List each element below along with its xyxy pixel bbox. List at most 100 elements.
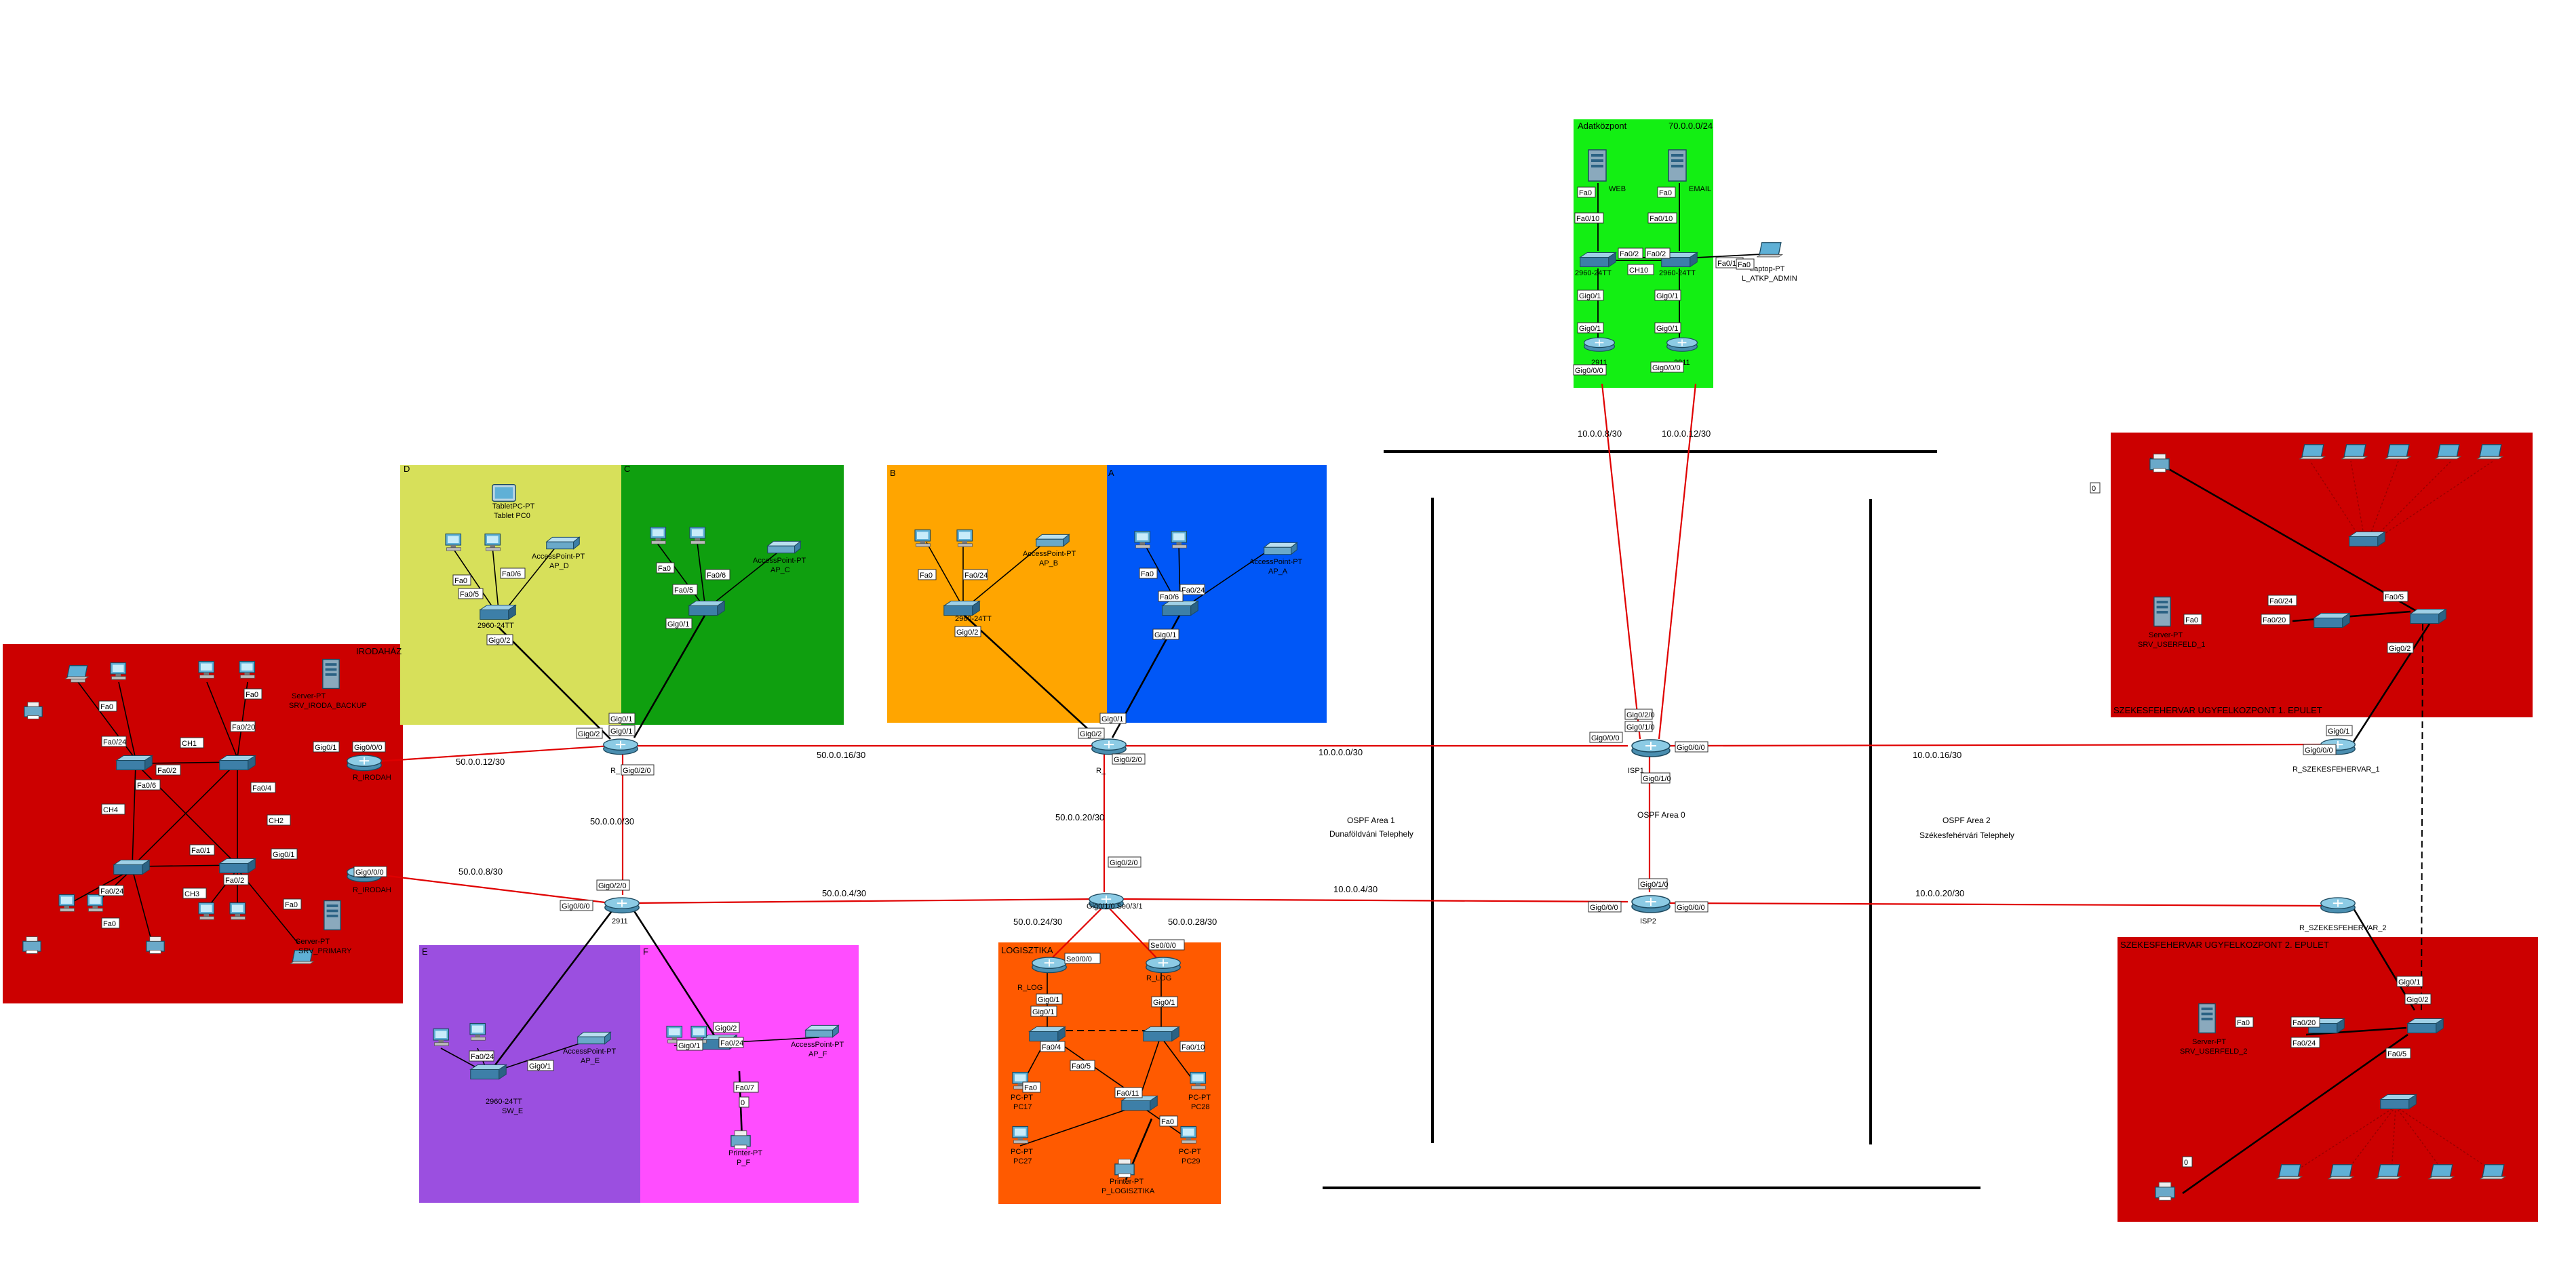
- svg-text:Fa0/6: Fa0/6: [707, 572, 726, 580]
- port-labels: Gig0/0/0 Gig0/0/0 Gig0/1 Gig0/1 Gig0/1 G…: [98, 186, 2432, 1168]
- printer-szfv2[interactable]: [2155, 1182, 2175, 1201]
- switch-szfv1-b[interactable]: [2410, 608, 2446, 624]
- svg-text:Gig0/1: Gig0/1: [1579, 292, 1601, 300]
- printer-irodahaz-3[interactable]: [24, 702, 43, 719]
- laptop-admin[interactable]: [1757, 242, 1783, 258]
- printer-irodahaz-1[interactable]: [22, 936, 41, 954]
- switch-dc-1[interactable]: [1580, 252, 1616, 268]
- router-isp1[interactable]: [1631, 738, 1671, 758]
- pc-e-2[interactable]: [469, 1022, 486, 1041]
- net-label-n3: 50.0.0.16/30: [817, 750, 865, 760]
- laptop-szfv2-5[interactable]: [2480, 1164, 2506, 1180]
- pc-29[interactable]: [1180, 1125, 1197, 1144]
- switch-log-3[interactable]: [1121, 1095, 1158, 1111]
- pc-d-1[interactable]: [445, 533, 462, 551]
- printer-log-icon[interactable]: [1114, 1159, 1135, 1178]
- pc-irodahaz-5[interactable]: [58, 894, 75, 912]
- switch-szfv2-ap[interactable]: [2380, 1094, 2417, 1110]
- pc-a-1[interactable]: [1134, 530, 1151, 549]
- server-dc-web[interactable]: [1588, 149, 1607, 182]
- switch-irodahaz-4[interactable]: [219, 858, 256, 874]
- switch-log-1[interactable]: [1029, 1026, 1066, 1042]
- switch-log-2[interactable]: [1143, 1026, 1179, 1042]
- laptop-szfv1-2[interactable]: [2341, 444, 2368, 460]
- pc-c-2[interactable]: [689, 526, 706, 544]
- pc-e-1[interactable]: [433, 1028, 450, 1046]
- dashed-links: [1045, 257, 2423, 1031]
- server-backup[interactable]: [322, 658, 340, 690]
- server-szfv1[interactable]: [2153, 596, 2171, 627]
- laptop-irodahaz-top[interactable]: [65, 665, 89, 679]
- printer-f-icon[interactable]: [730, 1130, 751, 1149]
- laptop-szfv2-3[interactable]: [2375, 1164, 2402, 1180]
- laptop-szfv1-3[interactable]: [2385, 444, 2411, 460]
- pc-irodahaz-6[interactable]: [87, 894, 104, 912]
- router-irodahaz-1[interactable]: [346, 755, 383, 772]
- svg-text:Fa0/24: Fa0/24: [471, 1053, 494, 1061]
- svg-text:Gig0/2/0: Gig0/2/0: [1114, 756, 1142, 764]
- router-dc-1[interactable]: [1583, 337, 1616, 353]
- router-szfv-2[interactable]: [2320, 897, 2356, 914]
- switch-c[interactable]: [688, 600, 725, 616]
- server-dc-email[interactable]: [1668, 149, 1687, 182]
- pc-c-1[interactable]: [650, 526, 667, 544]
- printer-szfv1[interactable]: [2149, 454, 2170, 473]
- router-r-top-left[interactable]: [602, 738, 639, 755]
- laptop-szfv1-1[interactable]: [2299, 444, 2326, 460]
- switch-irodahaz-2[interactable]: [219, 755, 256, 771]
- pc-b-1[interactable]: [914, 529, 931, 547]
- zone-c: [621, 465, 844, 725]
- ap-b-icon[interactable]: [1036, 534, 1070, 547]
- device-label-r-irodahaz-1: R_IRODAH: [353, 774, 391, 782]
- server-primary[interactable]: [324, 900, 341, 931]
- ap-c-icon[interactable]: [767, 540, 801, 554]
- switch-d[interactable]: [480, 604, 516, 620]
- ospf-area0: OSPF Area 0: [1637, 810, 1685, 820]
- device-label-srv-szfv1-name: SRV_USERFELD_1: [2138, 641, 2205, 649]
- router-isp2[interactable]: [1631, 894, 1671, 914]
- router-dc-2[interactable]: [1666, 337, 1698, 353]
- ap-e-icon[interactable]: [577, 1031, 611, 1045]
- router-r-bottom-left[interactable]: [604, 897, 640, 914]
- svg-text:Gig0/1/0: Gig0/1/0: [1640, 881, 1668, 889]
- device-label-dc-sw-2: 2960-24TT: [1659, 269, 1696, 277]
- router-r-log-1[interactable]: [1031, 957, 1068, 974]
- switch-irodahaz-3[interactable]: [113, 859, 150, 875]
- switch-a[interactable]: [1162, 600, 1198, 616]
- device-label-pc28: PC-PT: [1188, 1094, 1211, 1102]
- router-r-log-2[interactable]: [1145, 957, 1182, 974]
- laptop-szfv2-2[interactable]: [2328, 1164, 2354, 1180]
- pc-irodahaz-7[interactable]: [198, 902, 215, 920]
- ap-d-icon[interactable]: [546, 536, 580, 550]
- laptop-szfv2-4[interactable]: [2428, 1164, 2455, 1180]
- laptop-szfv1-5[interactable]: [2477, 444, 2503, 460]
- pc-irodahaz-8[interactable]: [229, 902, 246, 920]
- pc-d-2[interactable]: [484, 533, 501, 551]
- switch-b[interactable]: [943, 600, 980, 616]
- pc-27[interactable]: [1012, 1125, 1029, 1144]
- ap-a-icon[interactable]: [1264, 542, 1297, 555]
- svg-text:Fa0/24: Fa0/24: [964, 572, 988, 580]
- switch-szfv2-b[interactable]: [2407, 1018, 2444, 1034]
- pc-a-2[interactable]: [1171, 530, 1188, 549]
- switch-szfv1-ap[interactable]: [2349, 531, 2385, 547]
- pc-irodahaz-4[interactable]: [239, 660, 256, 679]
- switch-e[interactable]: [470, 1064, 507, 1080]
- router-r-top-mid[interactable]: [1091, 738, 1127, 755]
- pc-irodahaz-3[interactable]: [198, 660, 215, 679]
- wireless-links: [2292, 460, 2497, 1174]
- server-szfv2[interactable]: [2198, 1003, 2216, 1034]
- laptop-szfv2-1[interactable]: [2276, 1164, 2303, 1180]
- switch-irodahaz-1[interactable]: [116, 755, 153, 771]
- tablet-icon[interactable]: [492, 483, 516, 502]
- pc-b-2[interactable]: [956, 529, 973, 547]
- ap-f-icon[interactable]: [805, 1024, 839, 1038]
- svg-text:Fa0/20: Fa0/20: [2292, 1019, 2316, 1027]
- laptop-szfv1-4[interactable]: [2435, 444, 2461, 460]
- svg-text:Fa0: Fa0: [1738, 261, 1751, 269]
- switch-szfv1-a[interactable]: [2314, 612, 2350, 629]
- pc-irodahaz-2[interactable]: [110, 662, 127, 680]
- printer-irodahaz-2[interactable]: [146, 936, 165, 954]
- pc-28[interactable]: [1190, 1071, 1207, 1090]
